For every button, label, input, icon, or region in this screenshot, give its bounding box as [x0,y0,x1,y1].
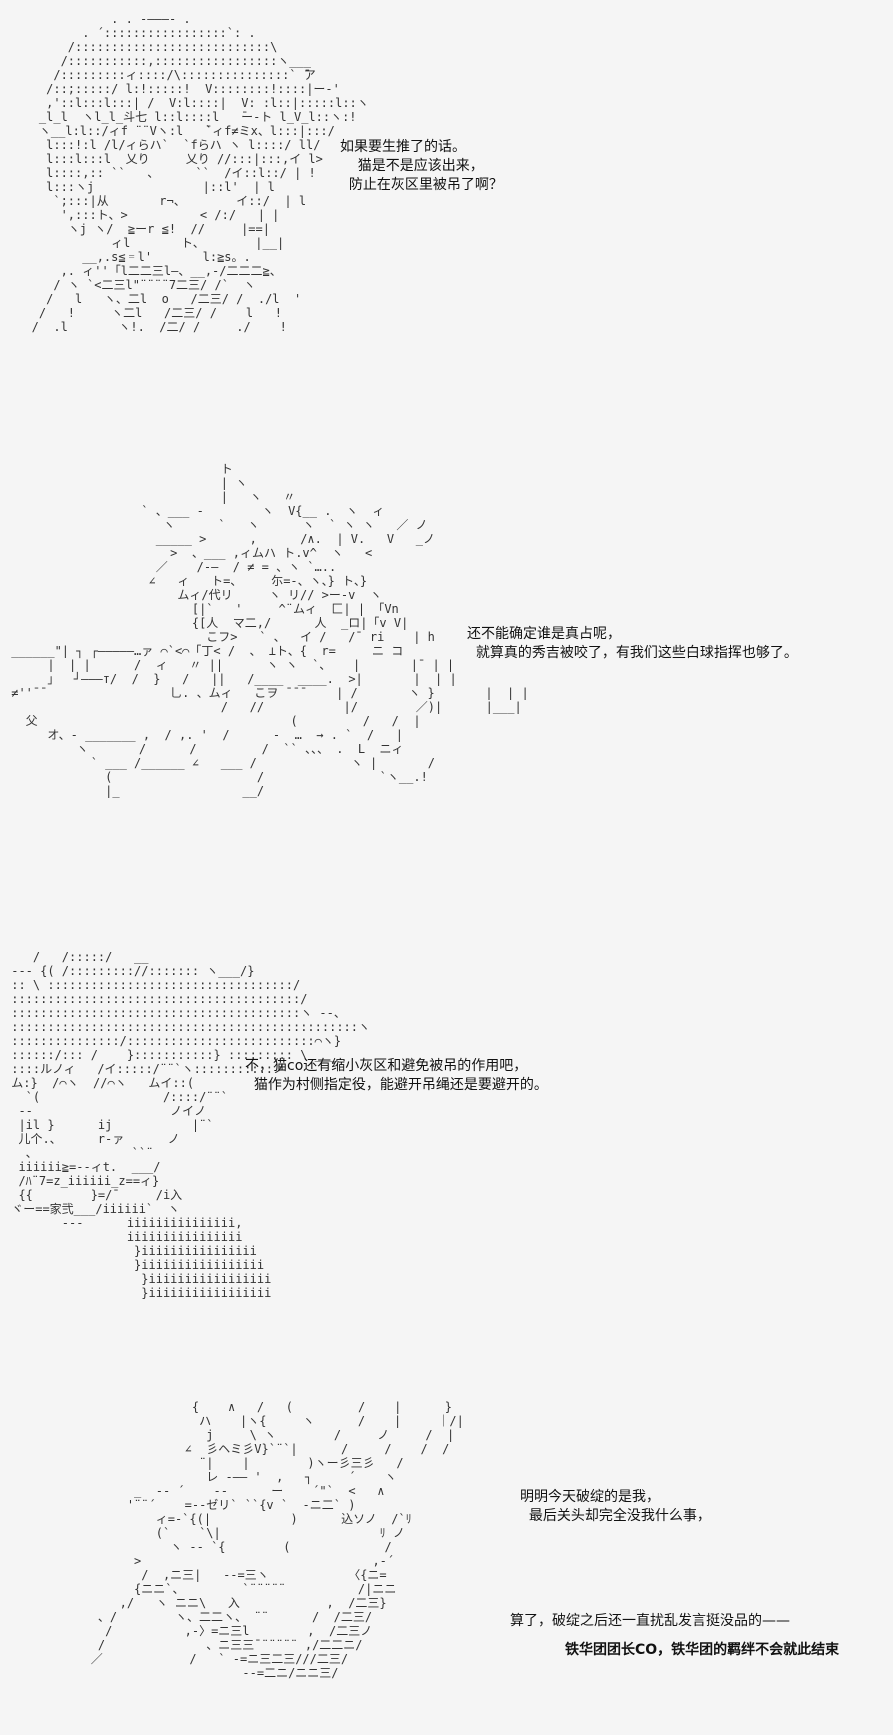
dialog-line: 不，猫co还有缩小灰区和避免被吊的作用吧， [245,1058,528,1074]
dialog-line: 猫作为村侧指定役，能避开吊绳还是要避开的。 [245,1077,548,1093]
dialog-line: 防止在灰区里被吊了啊？ [340,177,503,193]
dialog-line: 还不能确定谁是真占呢， [467,626,621,642]
panel-1: . . -―――- . . ´:::::::::::::::::`: . /::… [0,0,893,440]
dialog-line: 猫是不是应该出来， [340,158,484,174]
dialog-line: 明明今天破绽的是我， [520,1489,660,1505]
ascii-art-character-4: { ∧ / ( / | } ハ |ヽ{ ヽ / | ｜/| j \ ヽ / ノ … [90,1400,464,1680]
ascii-art-character-2: ト | ヽ | ヽ 〃 ` 、___ - ヽ V{__ . ヽ ィ ヽ ` ヽ … [11,462,529,798]
panel-2: ト | ヽ | ヽ 〃 ` 、___ - ヽ V{__ . ヽ ィ ヽ ` ヽ … [0,440,893,890]
dialog-line: 最后关头却完全没我什么事， [520,1508,711,1524]
dialog-line: 如果要生推了的话。 [340,139,466,155]
dialog-line: 算了，破绽之后还一直扰乱发言挺没品的—— [510,1613,790,1629]
panel-3: / /:::::/ __ --- {( /::::::::://::::::: … [0,890,893,1390]
panel-4: { ∧ / ( / | } ハ |ヽ{ ヽ / | ｜/| j \ ヽ / ノ … [0,1390,893,1735]
dialog-line: 就算真的秀吉被咬了，有我们这些白球指挥也够了。 [467,645,798,661]
ascii-art-character-1: . . -―――- . . ´:::::::::::::::::`: . /::… [31,12,369,334]
ascii-art-character-3: / /:::::/ __ --- {( /::::::::://::::::: … [11,950,371,1300]
dialog-line-bold: 铁华团团长CO，铁华团的羁绊不会就此结束 [565,1642,840,1658]
